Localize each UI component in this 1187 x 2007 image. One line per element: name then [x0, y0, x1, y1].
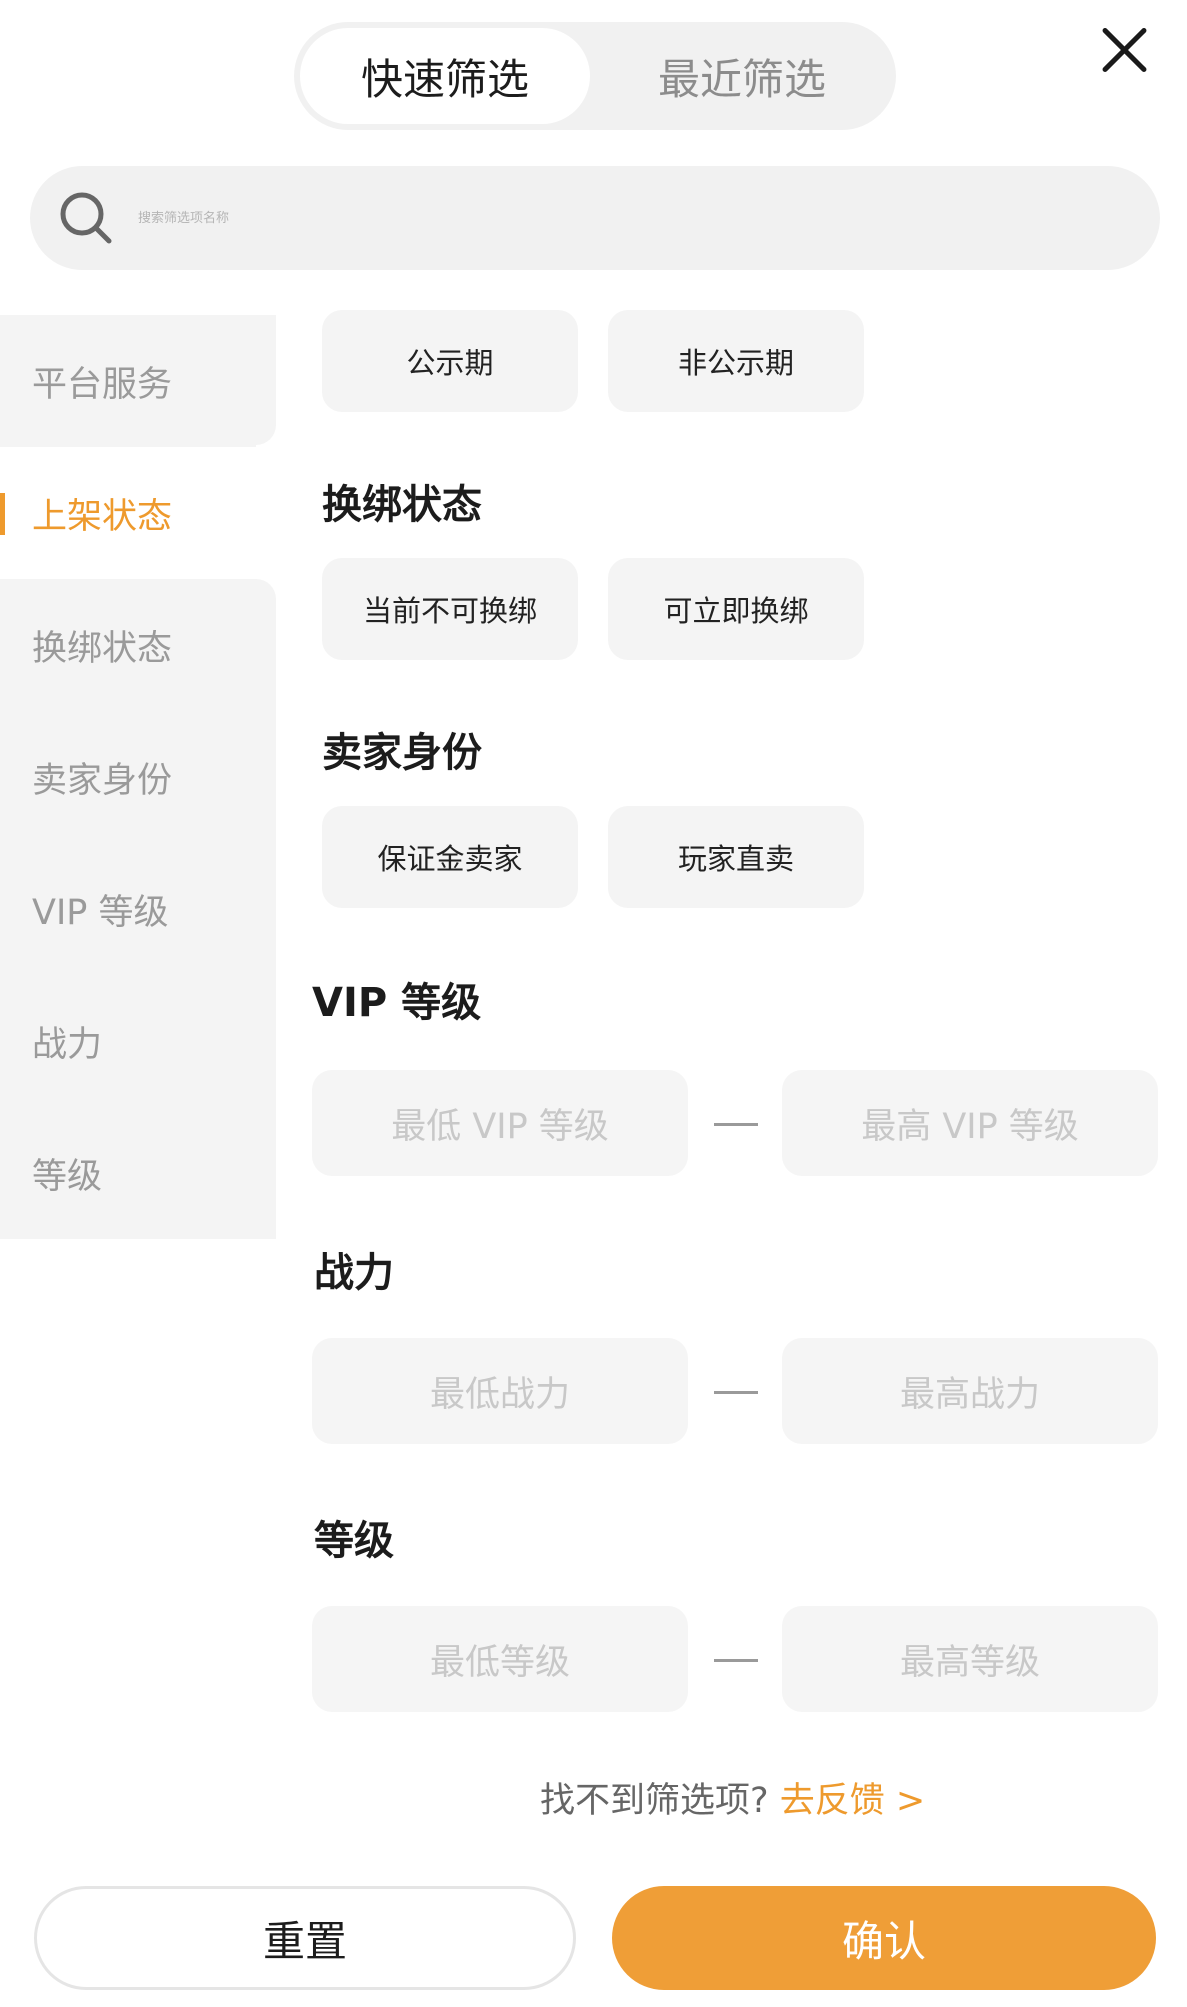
- feedback-text: 找不到筛选项?: [540, 1781, 769, 1821]
- sidebar-item-vip-level[interactable]: VIP 等级: [0, 843, 276, 975]
- confirm-button[interactable]: 确认: [612, 1886, 1156, 1990]
- level-min-input[interactable]: 最低等级: [312, 1606, 688, 1712]
- search-bar[interactable]: [30, 166, 1160, 270]
- section-title-rebind: 换绑状态: [322, 482, 482, 528]
- option-public-period[interactable]: 公示期: [322, 310, 578, 412]
- sidebar-item-label: 换绑状态: [32, 628, 173, 669]
- sidebar-item-label: 卖家身份: [32, 760, 173, 801]
- tab-recent-filter[interactable]: 最近筛选: [657, 54, 826, 104]
- sidebar-item-level[interactable]: 等级: [0, 1107, 276, 1239]
- sidebar-item-listing-status[interactable]: 上架状态: [0, 447, 276, 579]
- section-title-power: 战力: [314, 1250, 394, 1296]
- level-max-input[interactable]: 最高等级: [782, 1606, 1158, 1712]
- sidebar-item-label: 平台服务: [32, 364, 173, 405]
- option-deposit-seller[interactable]: 保证金卖家: [322, 806, 578, 908]
- vip-max-input[interactable]: 最高 VIP 等级: [782, 1070, 1158, 1176]
- close-icon[interactable]: [1096, 22, 1152, 78]
- vip-min-input[interactable]: 最低 VIP 等级: [312, 1070, 688, 1176]
- section-title-vip: VIP 等级: [312, 980, 482, 1026]
- filter-mode-tabs: 快速筛选 最近筛选: [294, 22, 896, 130]
- option-player-direct[interactable]: 玩家直卖: [608, 806, 864, 908]
- sidebar-item-label: 战力: [32, 1024, 103, 1065]
- sidebar-item-platform-service[interactable]: 平台服务: [0, 315, 276, 447]
- feedback-link[interactable]: 去反馈 >: [779, 1781, 926, 1821]
- sidebar-item-label: VIP 等级: [32, 892, 169, 933]
- section-title-level: 等级: [314, 1518, 394, 1564]
- power-min-input[interactable]: 最低战力: [312, 1338, 688, 1444]
- option-cannot-rebind[interactable]: 当前不可换绑: [322, 558, 578, 660]
- range-dash: [714, 1123, 758, 1126]
- option-rebind-now[interactable]: 可立即换绑: [608, 558, 864, 660]
- sidebar: 平台服务 上架状态 换绑状态 卖家身份 VIP 等级 战力 等级: [0, 315, 276, 1239]
- range-dash: [714, 1659, 758, 1662]
- sidebar-item-label: 等级: [32, 1156, 103, 1197]
- search-icon: [60, 192, 112, 244]
- option-non-public-period[interactable]: 非公示期: [608, 310, 864, 412]
- sidebar-item-label: 上架状态: [32, 496, 173, 537]
- reset-button[interactable]: 重置: [34, 1886, 576, 1990]
- sidebar-item-power[interactable]: 战力: [0, 975, 276, 1107]
- search-input[interactable]: [138, 196, 1118, 240]
- sidebar-item-seller-identity[interactable]: 卖家身份: [0, 711, 276, 843]
- sidebar-item-rebind-status[interactable]: 换绑状态: [0, 579, 276, 711]
- range-dash: [714, 1391, 758, 1394]
- section-title-seller: 卖家身份: [322, 730, 482, 776]
- feedback-prompt: 找不到筛选项? 去反馈 >: [540, 1772, 925, 1823]
- power-max-input[interactable]: 最高战力: [782, 1338, 1158, 1444]
- tab-quick-filter[interactable]: 快速筛选: [300, 28, 590, 124]
